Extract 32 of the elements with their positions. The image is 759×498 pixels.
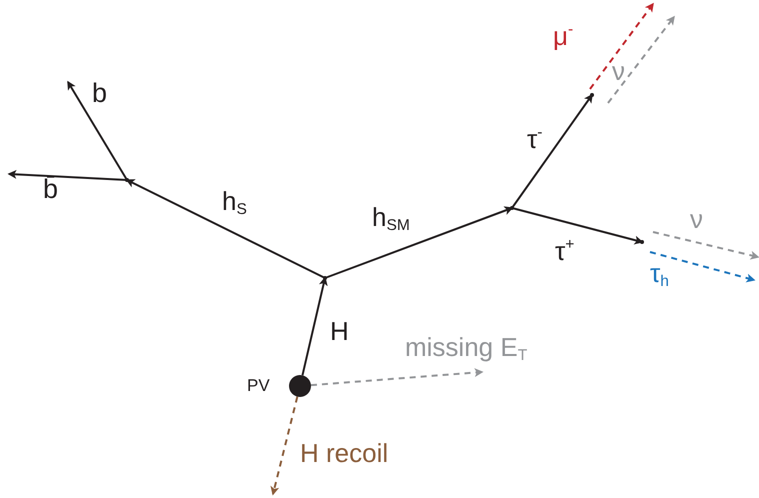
particle-label: h$_{S}$	[222, 188, 247, 218]
particle-label: b	[92, 80, 108, 107]
particle-label: missing E$_{T}$	[405, 334, 528, 364]
arrow	[67, 80, 128, 181]
dashed-arrow	[270, 396, 298, 496]
arrow	[302, 276, 328, 376]
particle-label: τ$_{h}$	[650, 260, 669, 290]
decay-vertex	[590, 93, 594, 97]
dashed-arrow	[310, 368, 484, 386]
arrow	[8, 170, 128, 181]
arrow	[324, 206, 514, 279]
particle-label: μ$^{-}$	[553, 22, 574, 49]
arrow	[511, 94, 593, 209]
dashed-arrow	[589, 2, 654, 90]
particle-label: τ$^{-}$	[527, 125, 542, 152]
decay-vertex	[640, 240, 644, 244]
vertex-label: PV	[247, 376, 270, 396]
arrow	[512, 207, 644, 244]
particle-label: ν	[690, 206, 703, 232]
decay-vertex	[125, 178, 129, 182]
particle-label: τ$^{+}$	[555, 237, 574, 264]
decay-vertex	[323, 276, 327, 280]
particle-label: H recoil	[300, 440, 388, 466]
particle-label: H	[330, 318, 349, 344]
decay-vertex	[510, 206, 514, 210]
vertex-dot	[289, 375, 311, 397]
particle-label: h$_{SM}$	[372, 204, 410, 234]
particle-label: ν	[612, 58, 625, 84]
dashed-arrow	[607, 16, 675, 104]
dashed-arrow	[650, 251, 756, 282]
arrow	[126, 179, 326, 279]
dashed-arrow	[652, 231, 759, 260]
